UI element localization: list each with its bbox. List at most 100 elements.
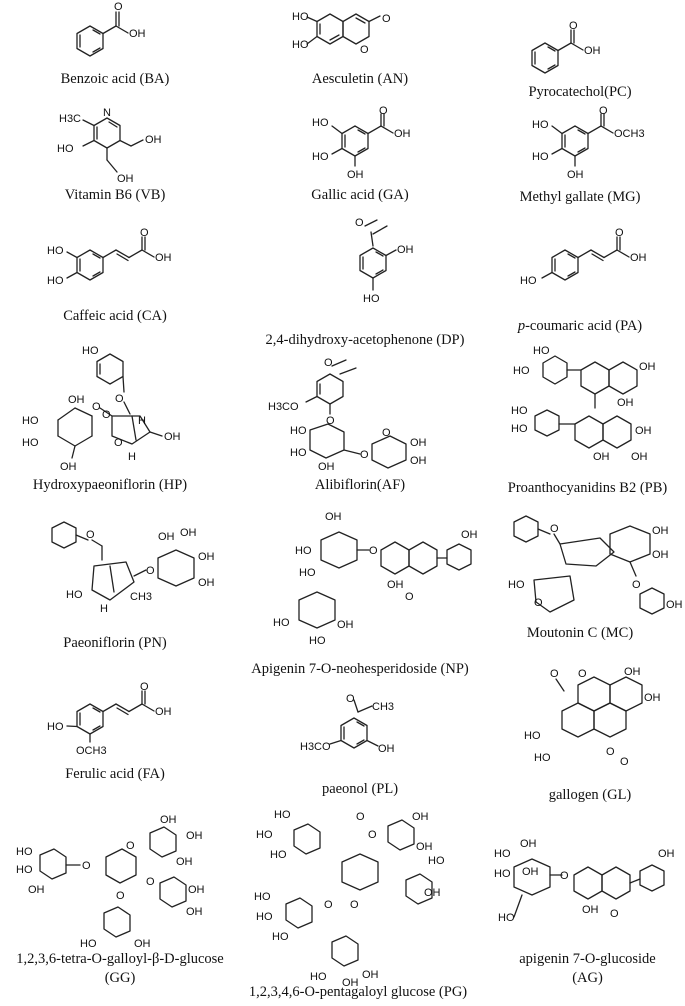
svg-text:O: O (114, 437, 123, 449)
svg-text:OH: OH (176, 856, 193, 868)
caffeic-acid-structure: OOH HO HO (47, 227, 172, 287)
svg-text:H: H (100, 603, 108, 615)
svg-text:O: O (92, 401, 101, 413)
compound-label-pl: paeonol (PL) (321, 781, 399, 797)
svg-text:O: O (599, 105, 608, 117)
svg-text:OH: OH (155, 252, 172, 264)
svg-text:O: O (324, 899, 333, 911)
svg-text:OH: OH (593, 451, 610, 463)
vitamin-b6-structure: N H3C HO OH OH (57, 107, 162, 185)
svg-text:OH: OH (658, 848, 675, 860)
svg-text:HO: HO (534, 752, 551, 764)
svg-text:O: O (360, 44, 369, 56)
compound-label-pb: Proanthocyanidins B2 (PB) (507, 480, 668, 496)
svg-text:OH: OH (630, 252, 647, 264)
svg-text:HO: HO (299, 567, 316, 579)
paeonol-structure: O CH3 H3CO OH (300, 693, 395, 755)
svg-text:O: O (405, 591, 414, 603)
svg-text:HO: HO (47, 275, 64, 287)
svg-text:O: O (346, 693, 355, 705)
svg-text:O: O (360, 449, 369, 461)
compound-label-an: Aesculetin (AN) (311, 71, 409, 87)
ferulic-acid-structure: OOH HO OCH3 (47, 681, 172, 757)
svg-text:OH: OH (198, 551, 215, 563)
svg-text:HO: HO (532, 119, 549, 131)
svg-text:OCH3: OCH3 (76, 745, 107, 757)
gallic-acid-structure: OOH HO HO OH (312, 105, 411, 181)
svg-text:HO: HO (312, 151, 329, 163)
svg-text:OH: OH (461, 529, 478, 541)
svg-text:HO: HO (494, 868, 511, 880)
svg-text:OH: OH (522, 866, 539, 878)
svg-text:HO: HO (309, 635, 326, 647)
svg-text:OH: OH (160, 814, 177, 826)
svg-text:CH3: CH3 (130, 591, 152, 603)
svg-text:HO: HO (494, 848, 511, 860)
svg-text:OH: OH (342, 977, 359, 989)
svg-text:HO: HO (310, 971, 327, 983)
svg-text:H3C: H3C (59, 113, 81, 125)
svg-text:OH: OH (145, 134, 162, 146)
svg-text:OH: OH (158, 531, 175, 543)
svg-text:OH: OH (68, 394, 85, 406)
svg-text:O: O (356, 811, 365, 823)
svg-text:OH: OH (644, 692, 661, 704)
svg-text:CH3: CH3 (372, 701, 394, 713)
compound-label-pc: Pyrocatechol(PC) (528, 84, 632, 100)
svg-text:O: O (146, 565, 155, 577)
svg-text:HO: HO (513, 365, 530, 377)
svg-text:HO: HO (272, 931, 289, 943)
svg-text:O: O (615, 227, 624, 239)
svg-text:OH: OH (639, 361, 656, 373)
svg-text:OH: OH (378, 743, 395, 755)
svg-text:OH: OH (520, 838, 537, 850)
svg-text:O: O (355, 217, 364, 229)
svg-text:HO: HO (256, 829, 273, 841)
svg-text:OH: OH (652, 525, 669, 537)
compound-label-mc: Moutonin C (MC) (526, 625, 634, 641)
svg-text:O: O (569, 20, 578, 32)
svg-text:OH: OH (347, 169, 364, 181)
svg-text:HO: HO (22, 415, 39, 427)
svg-text:OH: OH (397, 244, 414, 256)
svg-text:OH: OH (186, 830, 203, 842)
svg-text:HO: HO (66, 589, 83, 601)
svg-text:OH: OH (624, 666, 641, 678)
svg-text:O: O (115, 393, 124, 405)
svg-text:O: O (126, 840, 135, 852)
svg-text:HO: HO (292, 39, 309, 51)
svg-text:HO: HO (363, 293, 380, 305)
svg-text:HO: HO (57, 143, 74, 155)
svg-text:OH: OH (134, 938, 151, 950)
svg-text:O: O (326, 415, 335, 427)
compound-label-gl: gallogen (GL) (548, 787, 632, 803)
svg-text:O: O (550, 668, 559, 680)
svg-text:O: O (560, 870, 569, 882)
svg-text:O: O (114, 1, 123, 13)
svg-text:OH: OH (28, 884, 45, 896)
svg-text:O: O (620, 756, 629, 768)
svg-text:OH: OH (117, 173, 134, 185)
svg-text:OH: OH (186, 906, 203, 918)
compound-label-ag: apigenin 7-O-glucoside(AG) (519, 951, 656, 986)
svg-text:OH: OH (567, 169, 584, 181)
p-coumaric-acid-structure: OOH HO (520, 227, 647, 287)
svg-text:O: O (350, 899, 359, 911)
compound-label-ga: Gallic acid (GA) (311, 187, 409, 203)
svg-text:OH: OH (584, 45, 601, 57)
compound-label-np: Apigenin 7-O-neohesperidoside (NP) (251, 661, 469, 677)
compound-label-af: Alibiflorin(AF) (314, 477, 406, 493)
dihydroxy-acetophenone-structure: O OH HO (355, 217, 414, 305)
svg-text:HO: HO (295, 545, 312, 557)
svg-text:OH: OH (188, 884, 205, 896)
svg-text:HO: HO (532, 151, 549, 163)
svg-text:HO: HO (292, 11, 309, 23)
svg-text:OH: OH (164, 431, 181, 443)
svg-text:HO: HO (508, 579, 525, 591)
